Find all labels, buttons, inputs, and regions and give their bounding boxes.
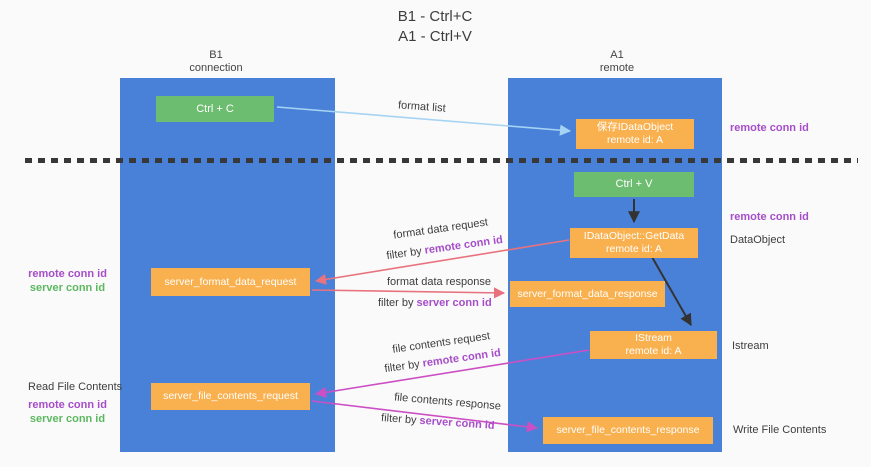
filter-by-text: filter by (385, 245, 423, 263)
remote-conn-id-annotation-mid: remote conn id (730, 211, 809, 223)
istream-line2: remote id: A (625, 345, 682, 357)
server-file-contents-request-label: server_file_contents_request (163, 390, 298, 402)
save-idataobject-line1: 保存IDataObject (596, 121, 674, 133)
format-list-label: format list (397, 99, 447, 115)
server-conn-id-legend: server conn id (29, 413, 106, 425)
istream-box: IStream remote id: A (590, 331, 717, 359)
filter-by-text: filter by (378, 297, 414, 309)
format-data-response-arrow (311, 287, 506, 299)
filter-by-text: filter by (383, 358, 421, 376)
remote-conn-id-legend: remote conn id (28, 268, 107, 280)
ctrl-v-box: Ctrl + V (574, 172, 694, 197)
write-file-contents-annotation: Write File Contents (733, 424, 827, 436)
server-file-contents-response-box: server_file_contents_response (543, 417, 713, 444)
istream-line1: IStream (635, 332, 672, 344)
title-line-2: A1 - Ctrl+V (398, 28, 472, 45)
filter-by-text: filter by (380, 412, 417, 427)
left-column-name: B1 (209, 49, 223, 61)
server-conn-id-text: server conn id (416, 297, 492, 309)
getdata-line1: IDataObject::GetData (583, 230, 685, 242)
title-line-1: B1 - Ctrl+C (397, 8, 473, 25)
server-format-data-request-label: server_format_data_request (164, 275, 297, 288)
save-idataobject-line2: remote id: A (606, 134, 664, 146)
right-column-name: A1 (610, 49, 624, 61)
remote-conn-id-annotation-top: remote conn id (730, 122, 809, 134)
ctrl-c-box: Ctrl + C (156, 96, 274, 122)
server-format-data-response-label: server_format_data_response (517, 287, 658, 300)
remote-conn-id-legend: remote conn id (28, 399, 107, 411)
left-column-header: B1 connection (156, 49, 276, 75)
read-file-contents-annotation: Read File Contents (28, 381, 123, 393)
ctrl-c-label: Ctrl + C (196, 102, 234, 115)
server-conn-id-legend: server conn id (29, 282, 106, 294)
phase-separator-dashed-line (25, 158, 858, 163)
getdata-box: IDataObject::GetData remote id: A (570, 228, 698, 258)
remote-conn-id-text: remote conn id (423, 233, 504, 257)
right-column-header: A1 remote (557, 49, 677, 75)
server-file-contents-response-label: server_file_contents_response (556, 424, 700, 436)
left-column-role: connection (189, 62, 243, 74)
server-format-data-request-box: server_format_data_request (151, 268, 310, 296)
format-data-response-label: format data response (387, 276, 491, 288)
server-format-data-response-box: server_format_data_response (510, 281, 665, 307)
istream-annotation: Istream (732, 340, 769, 352)
remote-conn-id-text: remote conn id (421, 346, 502, 370)
save-idataobject-box: 保存IDataObject remote id: A (576, 119, 694, 149)
left-conn-id-legend-bottom: remote conn id server conn id (20, 398, 115, 426)
right-column-role: remote (599, 62, 635, 74)
ctrl-v-label: Ctrl + V (615, 178, 653, 190)
left-conn-id-legend-top: remote conn id server conn id (20, 267, 115, 295)
diagram-title: B1 - Ctrl+C A1 - Ctrl+V (330, 7, 540, 47)
dataobject-annotation: DataObject (730, 234, 786, 246)
server-file-contents-request-box: server_file_contents_request (151, 383, 310, 410)
server-conn-id-text: server conn id (419, 414, 495, 432)
file-contents-response-label: file contents response (393, 391, 502, 413)
getdata-line2: remote id: A (605, 243, 663, 255)
